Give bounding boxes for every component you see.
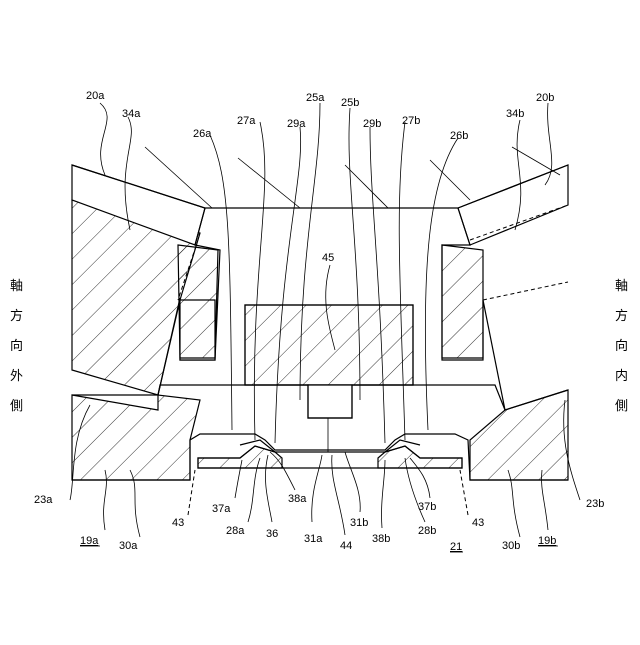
label-27b: 27b	[402, 115, 420, 127]
side-label-right-char: 軸	[615, 279, 628, 294]
label-19b: 19b	[538, 535, 556, 547]
label-21: 21	[450, 541, 462, 553]
side-label-left-char: 向	[10, 338, 23, 354]
seal-assembly	[198, 440, 462, 468]
label-30b: 30b	[502, 540, 520, 552]
label-25b: 25b	[341, 97, 359, 109]
label-29b: 29b	[363, 118, 381, 130]
side-label-right: 軸 方 向 内 側	[615, 279, 628, 414]
label-38a: 38a	[288, 493, 307, 505]
label-30a: 30a	[119, 540, 138, 552]
label-34b: 34b	[506, 108, 524, 120]
label-28a: 28a	[226, 525, 245, 537]
outer-ring-left	[72, 165, 220, 395]
side-label-left: 軸 方 向 外 側	[10, 279, 23, 414]
label-19a: 19a	[80, 535, 99, 547]
side-label-left-char: 外	[10, 369, 23, 384]
label-27a: 27a	[237, 115, 256, 127]
label-28b: 28b	[418, 525, 436, 537]
side-label-right-char: 向	[615, 338, 628, 354]
label-26b: 26b	[450, 130, 468, 142]
label-23b: 23b	[586, 498, 604, 510]
label-29a: 29a	[287, 118, 306, 130]
label-34a: 34a	[122, 108, 141, 120]
label-43-right: 43	[472, 517, 484, 529]
label-23a: 23a	[34, 494, 53, 506]
label-20b: 20b	[536, 92, 554, 104]
side-label-left-char: 軸	[10, 279, 23, 294]
side-label-right-char: 方	[615, 308, 628, 324]
label-31b: 31b	[350, 517, 368, 529]
label-38b: 38b	[372, 533, 390, 545]
label-20a: 20a	[86, 90, 105, 102]
label-45: 45	[322, 252, 334, 264]
label-25a: 25a	[306, 92, 325, 104]
label-37a: 37a	[212, 503, 231, 515]
side-label-right-char: 側	[615, 399, 628, 414]
label-43-left: 43	[172, 517, 184, 529]
label-31a: 31a	[304, 533, 323, 545]
side-label-left-char: 方	[10, 308, 23, 324]
side-label-left-char: 側	[10, 399, 23, 414]
side-label-right-char: 内	[615, 368, 628, 384]
underlines	[80, 546, 558, 552]
label-37b: 37b	[418, 501, 436, 513]
label-26a: 26a	[193, 128, 212, 140]
outer-ring-right	[442, 165, 568, 410]
label-44: 44	[340, 540, 352, 552]
label-36: 36	[266, 528, 278, 540]
